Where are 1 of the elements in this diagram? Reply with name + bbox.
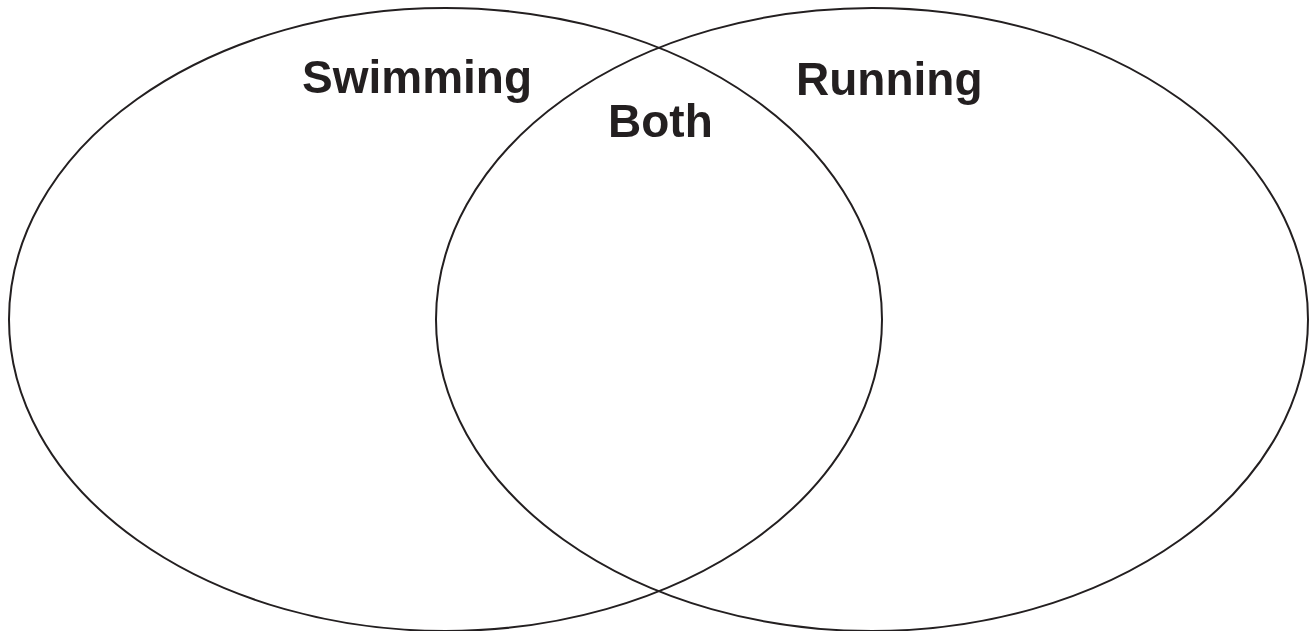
intersection-label: Both [608, 98, 713, 144]
